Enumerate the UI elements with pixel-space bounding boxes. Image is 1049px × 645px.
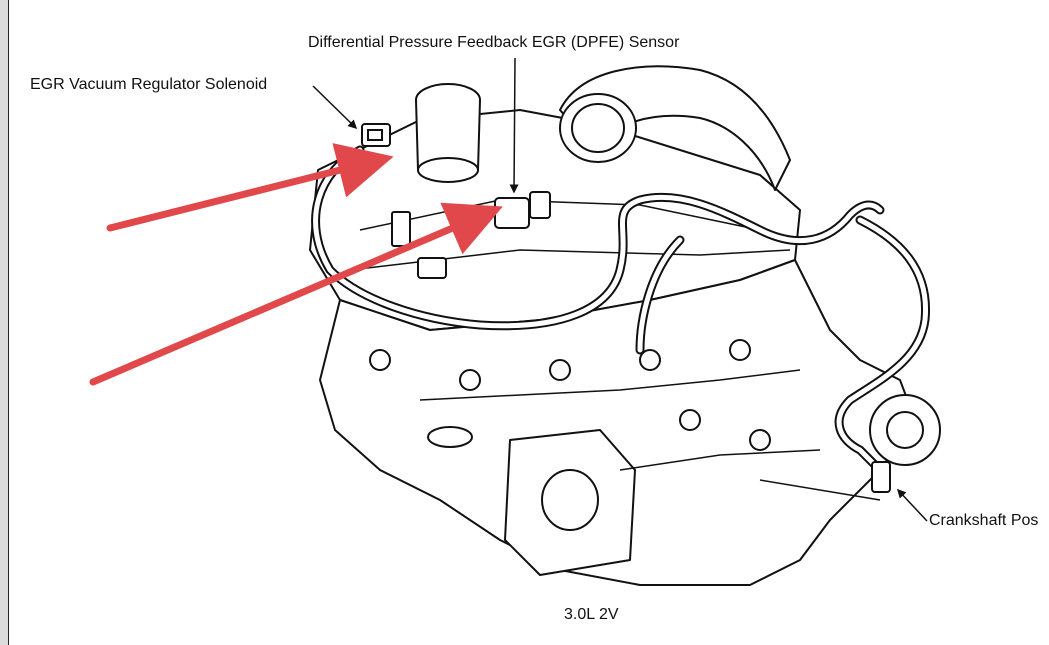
egr-solenoid-connector xyxy=(361,123,391,147)
dpfe-sensor xyxy=(494,191,551,229)
wiring-harness-inner xyxy=(313,147,929,473)
connector-left xyxy=(391,211,447,279)
window-edge xyxy=(8,0,9,645)
arrow-icon-dpfe xyxy=(89,202,503,386)
egr-solenoid-label: EGR Vacuum Regulator Solenoid xyxy=(30,76,268,93)
arrow-icon xyxy=(89,143,503,386)
arrow-icon-egr xyxy=(106,143,394,232)
crankshaft-sensor-label: Crankshaft Pos xyxy=(929,512,1039,529)
dpfe-sensor-label: Differential Pressure Feedback EGR (DPFE… xyxy=(308,34,680,51)
leader-lines xyxy=(312,57,928,522)
engine-caption: 3.0L 2V xyxy=(564,606,619,623)
crankshaft-sensor xyxy=(871,461,891,493)
engine-block xyxy=(309,65,941,586)
